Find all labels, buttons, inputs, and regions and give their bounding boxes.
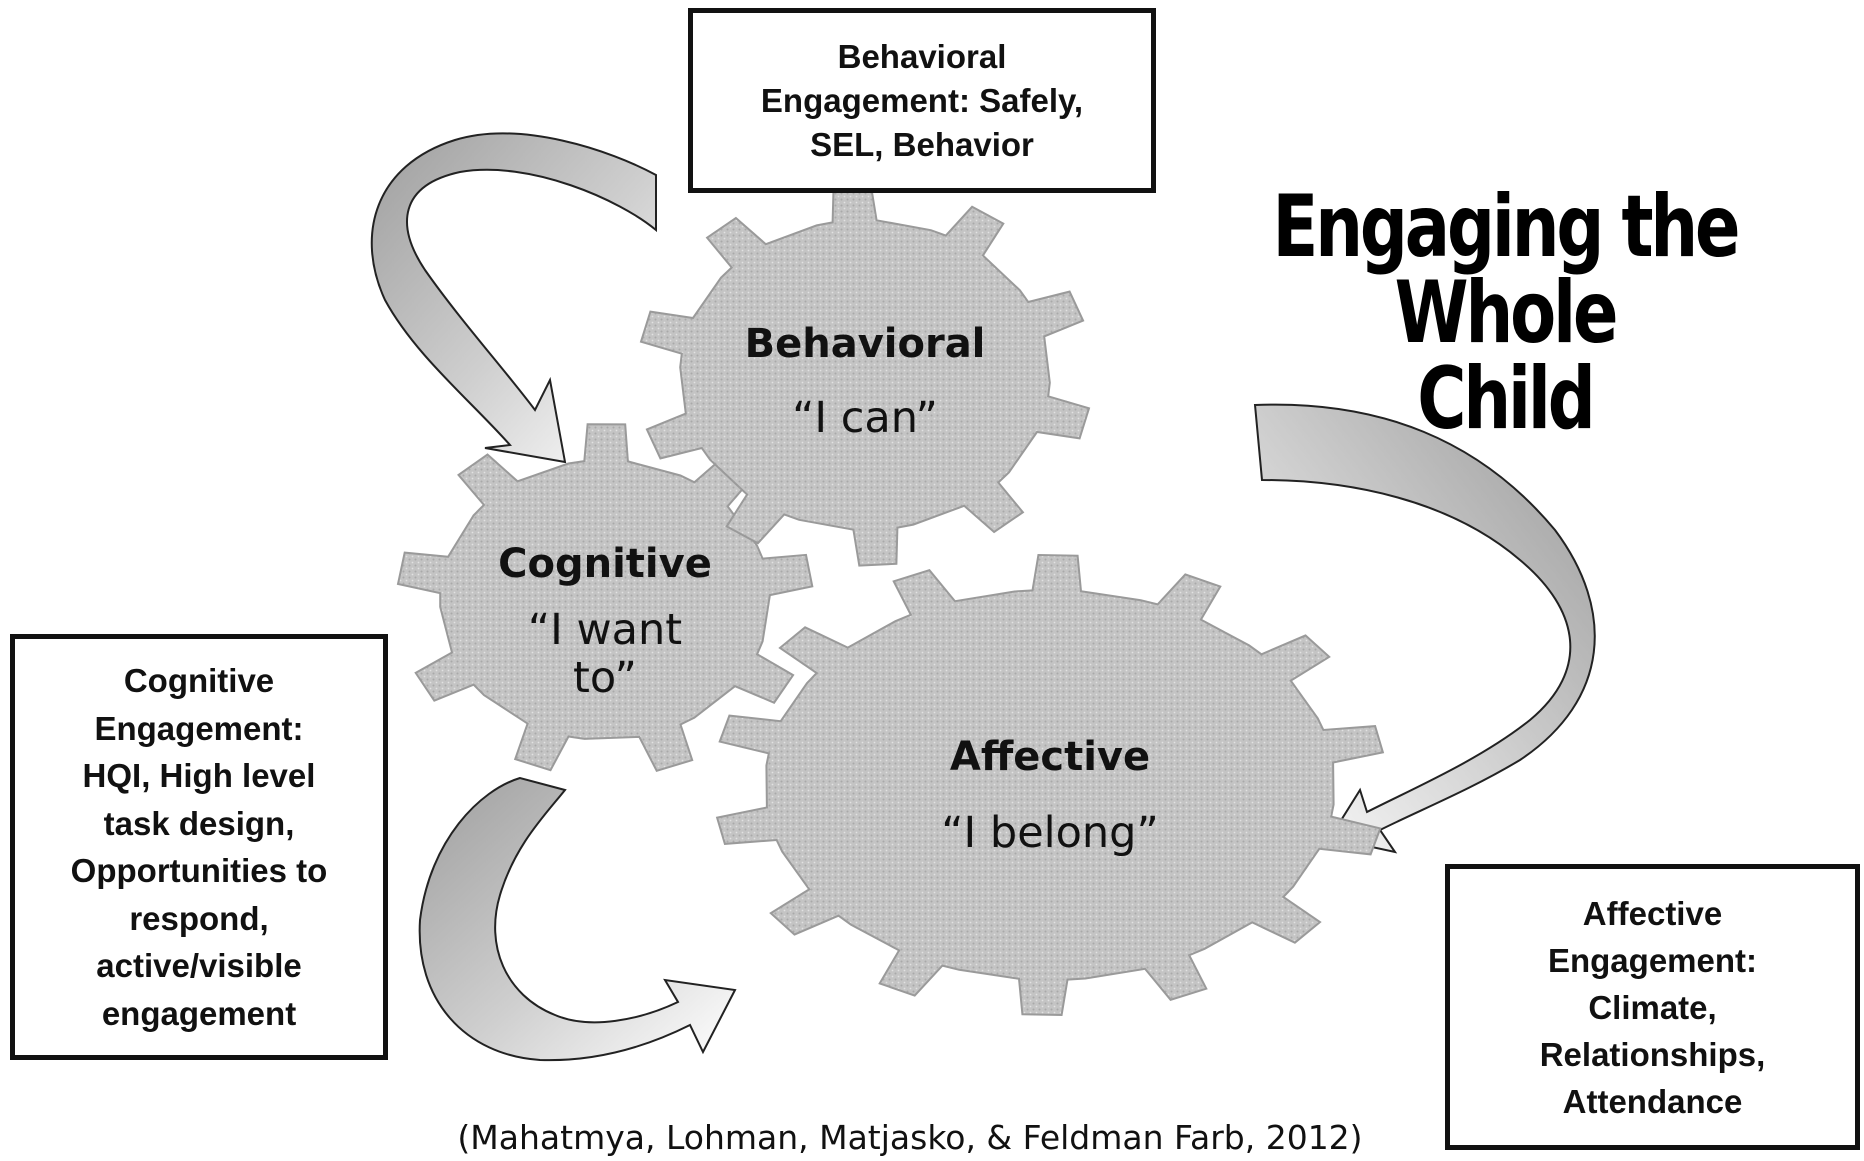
gear-title-behavioral: Behavioral bbox=[744, 321, 986, 367]
gear-title-cognitive: Cognitive bbox=[498, 541, 712, 587]
gear-quote-cognitive-line1: “I want bbox=[527, 605, 683, 655]
gear-title-affective: Affective bbox=[949, 734, 1151, 780]
arrow-headline-to-affective bbox=[1253, 403, 1596, 854]
gear-label-behavioral: Behavioral “I can” bbox=[700, 320, 1030, 444]
box-line: Behavioral bbox=[837, 37, 1007, 75]
gear-label-cognitive: Cognitive “I want to” bbox=[470, 540, 740, 702]
box-line: Engagement: bbox=[1547, 941, 1758, 979]
gear-behavioral bbox=[639, 183, 1091, 567]
box-line: Engagement: Safely, bbox=[760, 81, 1084, 119]
box-line: Engagement: bbox=[94, 709, 304, 747]
arrow-behavioral-to-cognitive bbox=[370, 132, 657, 464]
box-line: task design, bbox=[103, 804, 295, 842]
gear-label-affective: Affective “I belong” bbox=[885, 733, 1215, 859]
box-line: Climate, bbox=[1588, 988, 1717, 1026]
gear-quote-affective: “I belong” bbox=[941, 808, 1159, 858]
citation: (Mahatmya, Lohman, Matjasko, & Feldman F… bbox=[457, 1118, 1363, 1157]
box-line: respond, bbox=[129, 899, 269, 937]
cognitive-engagement-box: Cognitive Engagement: HQI, High level ta… bbox=[10, 634, 388, 1060]
box-line: SEL, Behavior bbox=[810, 125, 1034, 163]
gear-quote-behavioral: “I can” bbox=[792, 393, 938, 443]
gear-quote-cognitive-line2: to” bbox=[573, 653, 637, 703]
box-line: engagement bbox=[101, 994, 297, 1032]
box-line: HQI, High level bbox=[82, 757, 316, 794]
box-line: Cognitive bbox=[123, 662, 275, 699]
gears-layer bbox=[396, 183, 1385, 1017]
behavioral-engagement-box: Behavioral Engagement: Safely, SEL, Beha… bbox=[688, 8, 1156, 193]
box-line: active/visible bbox=[96, 947, 302, 984]
page-title: Engaging the Whole Child bbox=[1232, 184, 1778, 442]
box-line: Attendance bbox=[1562, 1082, 1743, 1120]
box-line: Opportunities to bbox=[70, 852, 328, 889]
box-line: Affective bbox=[1582, 894, 1723, 932]
box-line: Relationships, bbox=[1539, 1035, 1766, 1073]
arrow-cognitive-to-affective bbox=[418, 776, 737, 1062]
page-title-line2: Child bbox=[1417, 349, 1596, 449]
affective-engagement-box: Affective Engagement: Climate, Relations… bbox=[1445, 864, 1860, 1150]
page-title-line1: Engaging the Whole bbox=[1272, 177, 1741, 363]
gear-affective bbox=[715, 553, 1385, 1017]
